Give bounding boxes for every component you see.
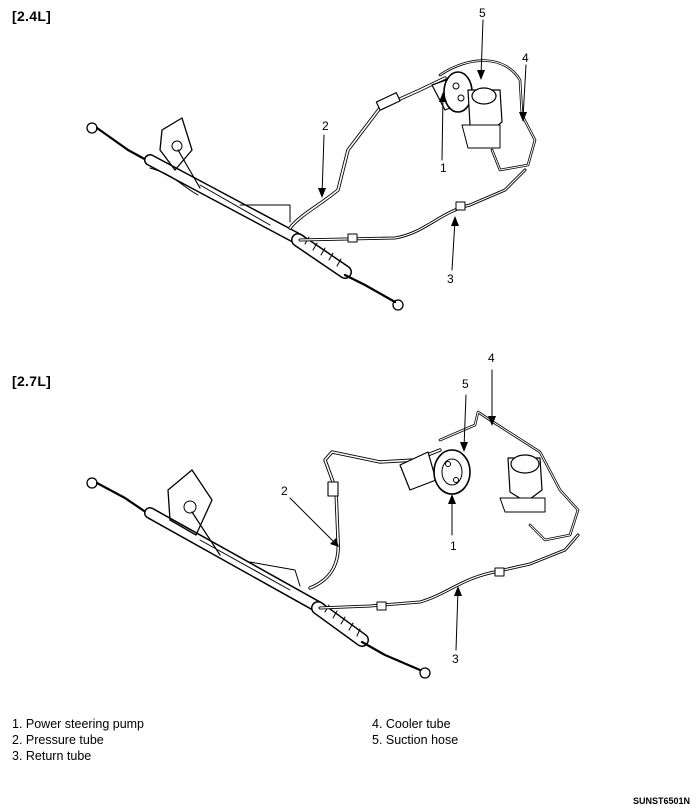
column-mount	[167, 469, 221, 556]
callout-3: 3	[452, 652, 459, 666]
legend-item: 4. Cooler tube	[372, 717, 451, 731]
diagram-2-4l: 1 2 3 4 5	[86, 6, 537, 311]
leader-lines	[289, 369, 493, 651]
tie-rod-left	[86, 477, 152, 517]
pressure-tube	[288, 76, 447, 230]
callout-4: 4	[522, 51, 529, 65]
callout-2: 2	[322, 119, 329, 133]
callout-5: 5	[462, 377, 469, 391]
pressure-tube	[308, 448, 442, 590]
legend-item: 2. Pressure tube	[12, 733, 104, 747]
callout-4: 4	[488, 351, 495, 365]
tie-rod-left	[86, 122, 152, 164]
callout-2: 2	[281, 484, 288, 498]
figure-code: SUNST6501N	[632, 796, 690, 806]
power-steering-pump	[399, 449, 471, 495]
fluid-reservoir	[499, 454, 546, 513]
leader-lines	[321, 19, 527, 271]
legend-right: 4. Cooler tube 5. Suction hose	[372, 716, 458, 748]
section-label-2-4l: [2.4L]	[12, 8, 52, 24]
return-tube	[298, 168, 527, 243]
cooler-tube	[438, 410, 580, 542]
callout-3: 3	[447, 272, 454, 286]
legend-item: 3. Return tube	[12, 749, 92, 763]
diagram-2-7l: 1 2 3 4 5	[86, 351, 580, 679]
tie-rod-right	[343, 273, 404, 311]
callout-1: 1	[450, 539, 457, 553]
legend-item: 1. Power steering pump	[12, 717, 145, 731]
leader-arrowheads	[318, 70, 527, 226]
column-mount	[159, 117, 201, 189]
section-label-2-7l: [2.7L]	[12, 373, 52, 389]
steering-rack	[144, 507, 369, 647]
power-steering-pump	[431, 71, 473, 113]
fluid-reservoir	[461, 87, 503, 149]
callout-1: 1	[440, 161, 447, 175]
steering-rack	[144, 154, 352, 279]
legend-item: 5. Suction hose	[372, 733, 459, 747]
return-tube	[318, 533, 580, 611]
leader-arrowheads	[330, 416, 496, 596]
cooler-tube	[438, 59, 537, 172]
tie-rod-right	[360, 640, 431, 679]
legend-left: 1. Power steering pump 2. Pressure tube …	[12, 716, 144, 764]
callout-5: 5	[479, 6, 486, 20]
